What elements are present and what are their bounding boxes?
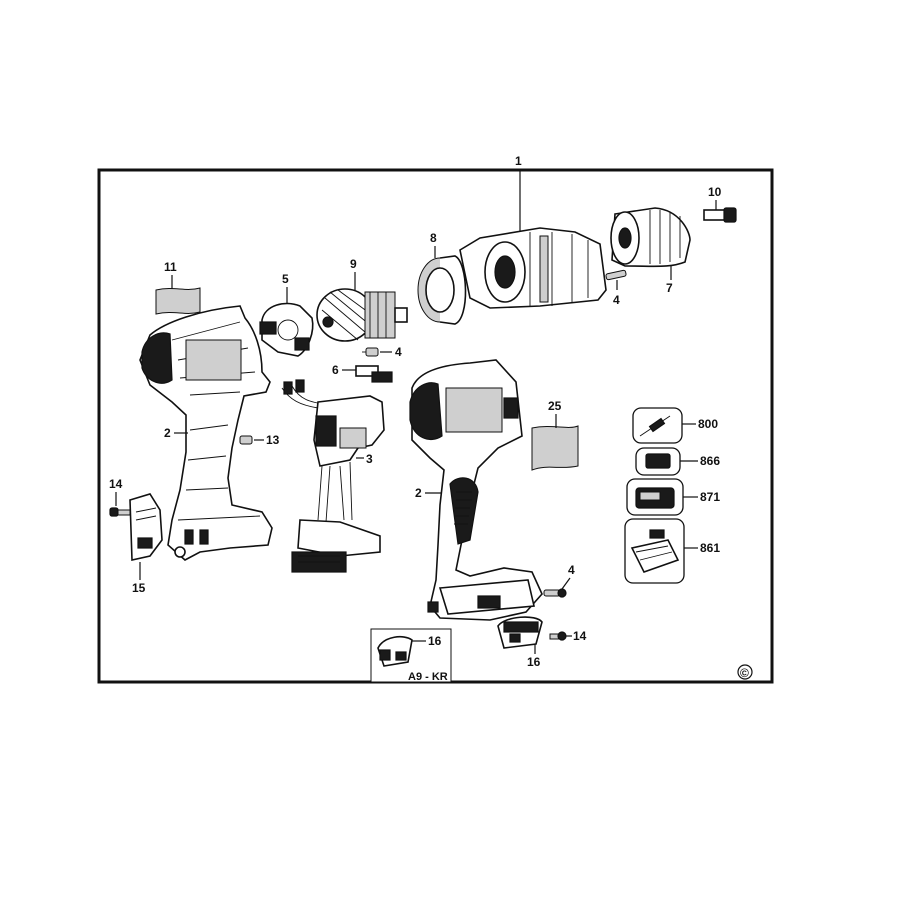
- callout-3: 3: [366, 452, 373, 466]
- callout-6: 6: [332, 363, 339, 377]
- part-2-housing-left: [139, 305, 273, 561]
- part-25-label: [531, 425, 579, 471]
- callout-25: 25: [548, 399, 562, 413]
- part-7-chuck: [610, 207, 691, 268]
- callout-16b: 16: [527, 655, 541, 669]
- callout-800: 800: [698, 417, 718, 431]
- part-3-switch-assembly: [281, 379, 385, 573]
- copyright-mark: ©: [740, 666, 749, 680]
- part-4-pin-b: [605, 269, 627, 281]
- callout-16a: 16: [428, 634, 442, 648]
- callout-871: 871: [700, 490, 720, 504]
- callout-4b: 4: [613, 293, 620, 307]
- callout-866: 866: [700, 454, 720, 468]
- inset-a9-kr: [370, 628, 452, 683]
- callout-8: 8: [430, 231, 437, 245]
- callout-7: 7: [666, 281, 673, 295]
- accessory-800-box: [632, 407, 683, 444]
- part-10-chuck-screw: [703, 207, 737, 223]
- callout-15: 15: [132, 581, 146, 595]
- callout-10: 10: [708, 185, 722, 199]
- callout-2b: 2: [415, 486, 422, 500]
- part-4-screw-a: [362, 347, 379, 357]
- part-14-screw-left: [109, 507, 131, 517]
- part-6-connector: [355, 365, 393, 383]
- part-16-cover: [497, 616, 543, 649]
- callout-1: 1: [515, 154, 522, 168]
- callout-4a: 4: [395, 345, 402, 359]
- accessory-871-box: [626, 478, 684, 516]
- part-13-screw: [239, 435, 253, 445]
- accessory-861-box: [624, 518, 685, 584]
- part-8-gear-ring: [417, 255, 467, 325]
- accessory-866-box: [635, 447, 681, 476]
- callout-5: 5: [282, 272, 289, 286]
- callout-4c: 4: [568, 563, 575, 577]
- callout-14a: 14: [109, 477, 123, 491]
- part-11-label-sticker: [155, 287, 201, 315]
- part-14-screw-right: [549, 631, 567, 641]
- part-4-screw-c: [543, 588, 567, 598]
- copyright-circle: [737, 664, 753, 680]
- callout-11: 11: [164, 260, 177, 274]
- part-1-gearbox: [459, 227, 607, 309]
- part-9-motor-armature: [316, 288, 408, 342]
- callout-13: 13: [266, 433, 280, 447]
- callout-2a: 2: [164, 426, 171, 440]
- part-15-belt-hook: [129, 493, 163, 561]
- callout-14b: 14: [573, 629, 587, 643]
- callout-861: 861: [700, 541, 720, 555]
- callout-9: 9: [350, 257, 357, 271]
- part-5-brush-holder: [259, 302, 314, 357]
- part-2-assembled-drill: [409, 359, 543, 621]
- inset-label: A9 - KR: [408, 671, 448, 683]
